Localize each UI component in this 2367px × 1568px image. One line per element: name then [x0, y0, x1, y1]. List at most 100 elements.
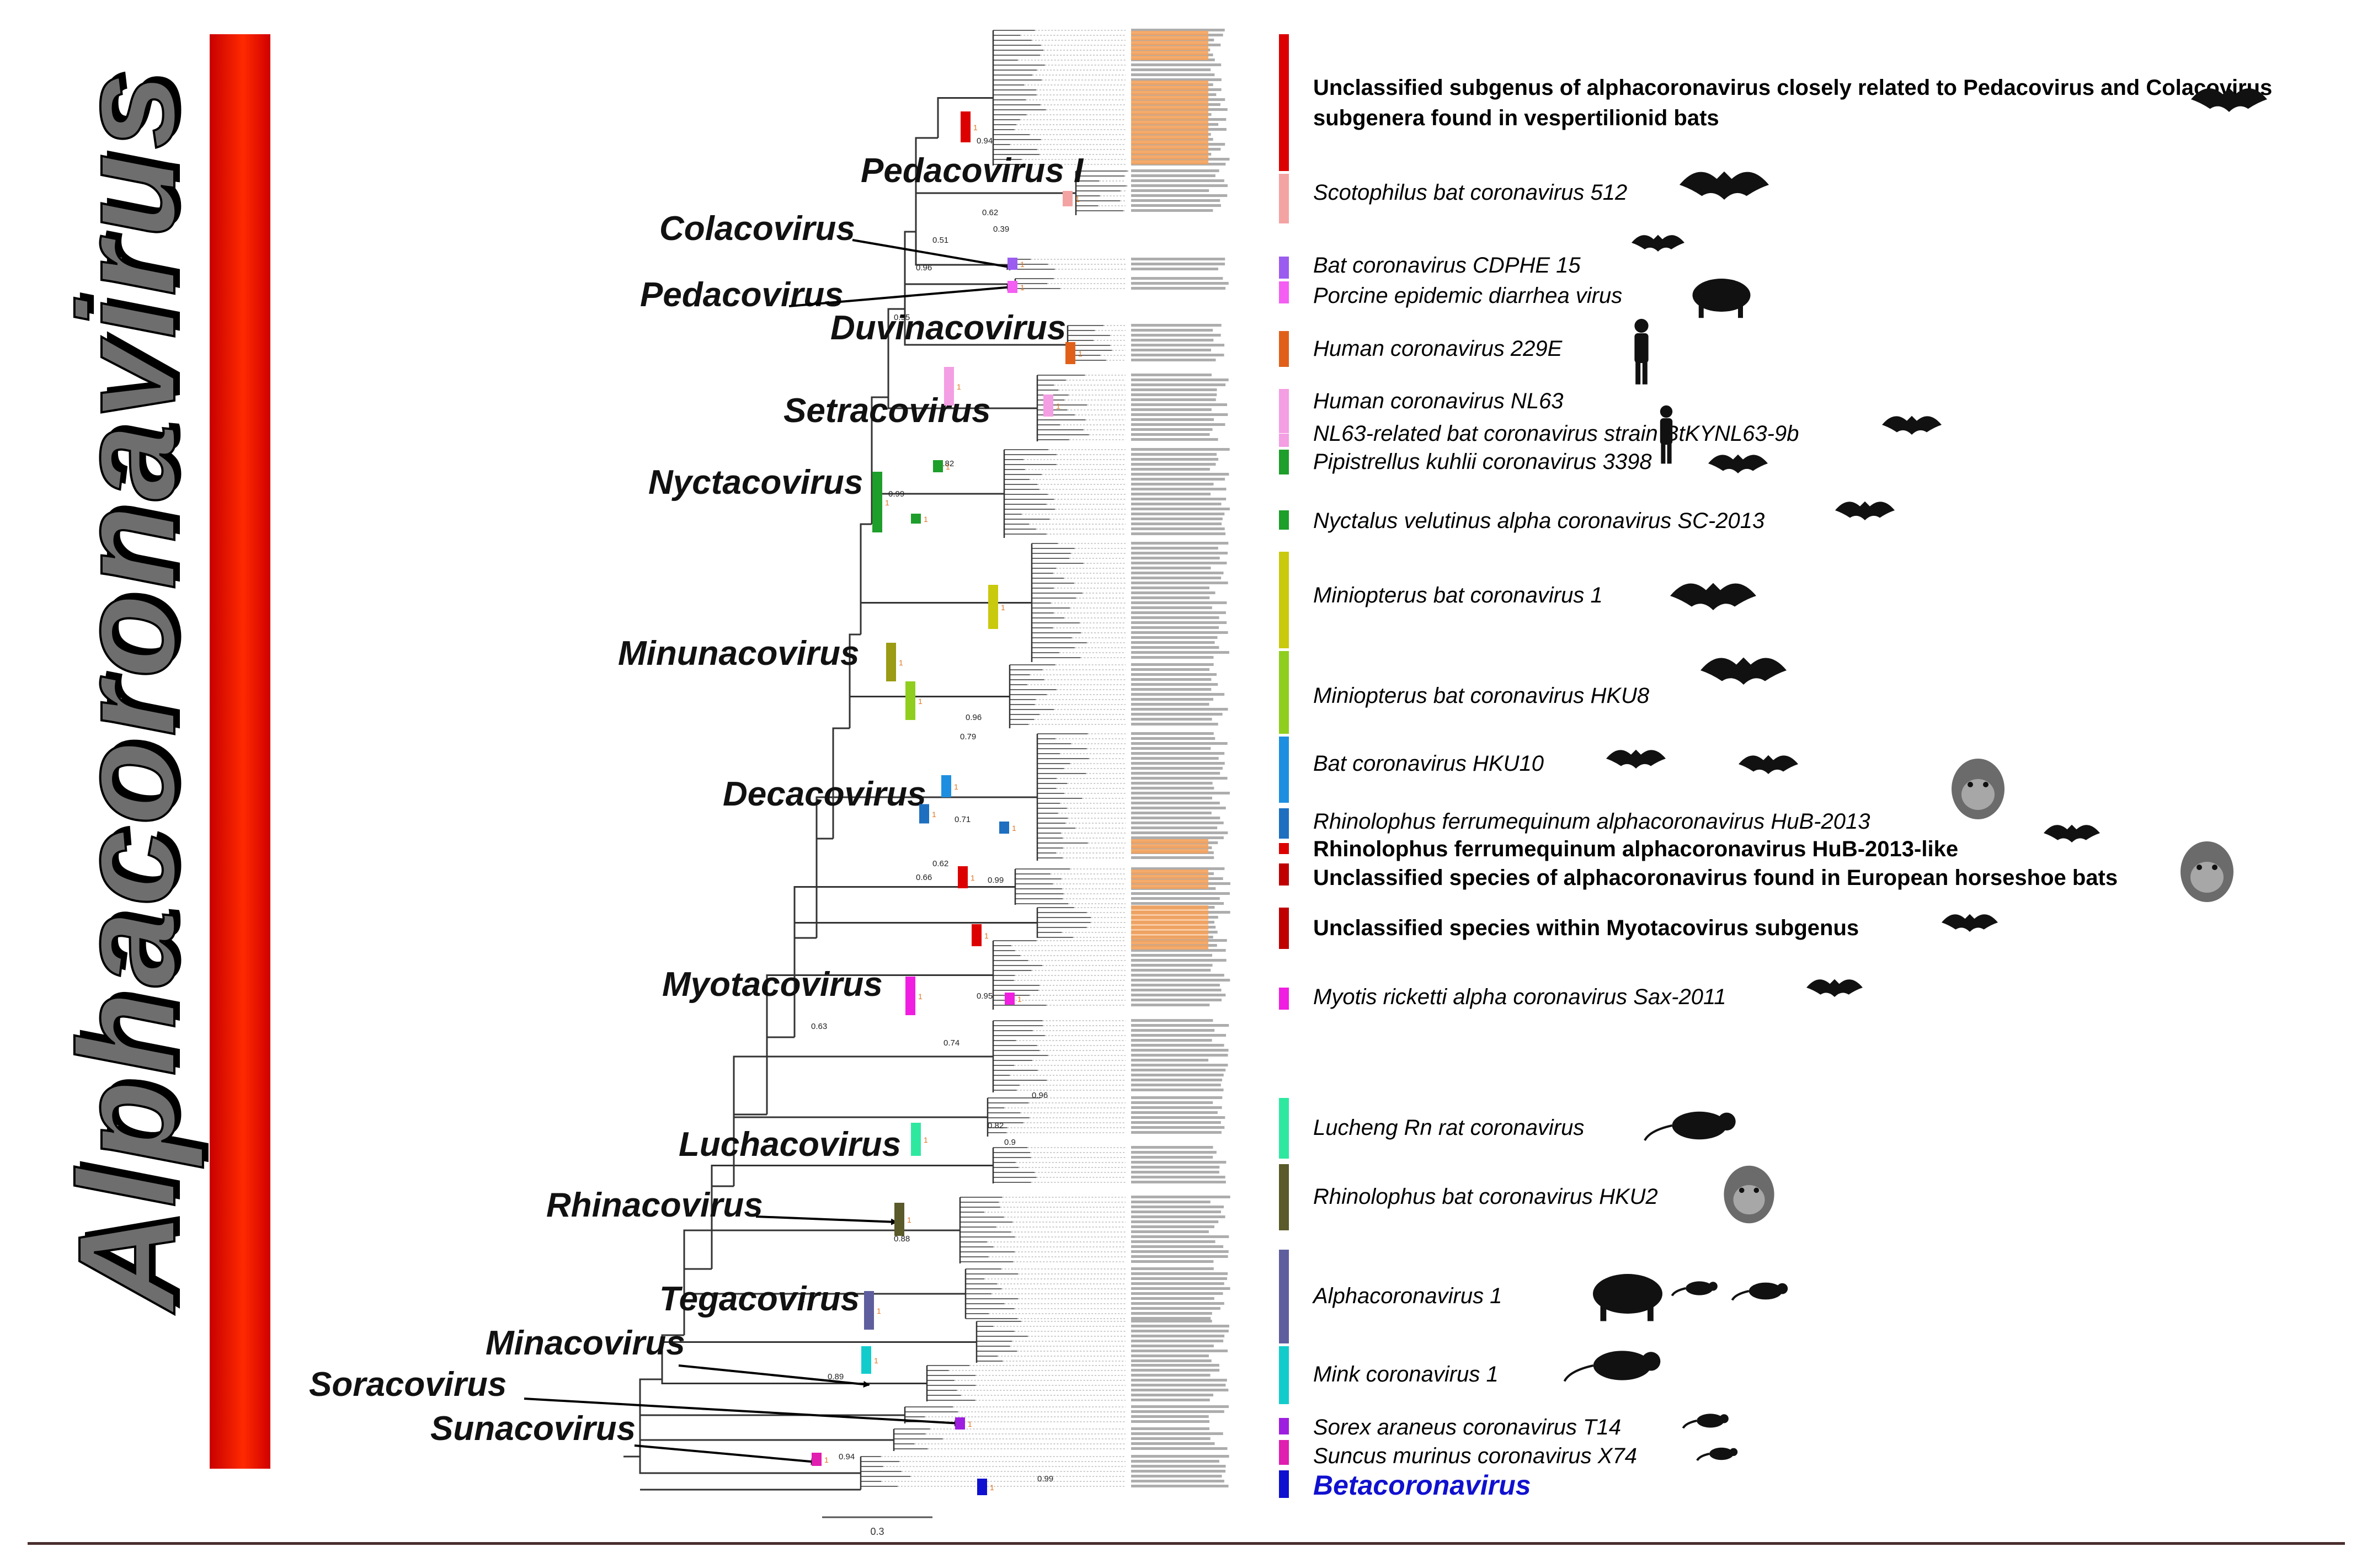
tree-branch: [871, 493, 1004, 524]
tree-branch: [832, 727, 850, 839]
tip-label-placeholder: [1131, 1101, 1213, 1104]
shrew-icon: [1697, 1414, 1724, 1428]
tip-label-placeholder: [1131, 383, 1226, 386]
bootstrap-value: 0.74: [943, 1038, 959, 1048]
tip-label-placeholder: [1131, 1354, 1209, 1357]
tip-label-placeholder: [1131, 1437, 1211, 1440]
tree-branch: [661, 1341, 977, 1379]
subgenus-node-marker: [1007, 281, 1017, 293]
clade-label-nyctalus-velutinus-alpha-coronavirus-sc-: Nyctalus velutinus alpha coronavirus SC-…: [1313, 509, 1764, 533]
bat-icon: [1606, 749, 1666, 769]
tip-label-placeholder: [1131, 1277, 1227, 1280]
tip-label-placeholder: [1131, 713, 1223, 716]
pig-icon: [1692, 279, 1751, 312]
bootstrap-value: 0.94: [839, 1452, 855, 1462]
highlighted-tip: [1131, 36, 1208, 40]
tip-label-placeholder: [1131, 189, 1209, 192]
bootstrap-value: 0.39: [993, 225, 1009, 234]
tip-label-placeholder: [1131, 582, 1228, 584]
clade-label-unclassified-species-of-alphacoronavirus: Unclassified species of alphacoronavirus…: [1313, 866, 2118, 890]
subgenus-label-pedacovirus-i: Pedacovirus I: [861, 152, 1084, 190]
tree-branch: [639, 1434, 861, 1474]
tip-label-placeholder: [1131, 892, 1230, 895]
mink-icon: [1563, 1364, 1594, 1382]
tip-label-placeholder: [1131, 596, 1210, 599]
tip-label-placeholder: [1131, 1111, 1218, 1114]
bootstrap-value: 1: [918, 697, 923, 706]
tree-branch: [860, 602, 1032, 634]
rat-icon: [1644, 1124, 1672, 1142]
tip-label-placeholder: [1131, 742, 1228, 745]
tip-label-placeholder: [1131, 1442, 1215, 1445]
tip-label-placeholder: [1131, 73, 1215, 76]
tip-label-placeholder: [1131, 527, 1225, 530]
tree-branch: [733, 1116, 988, 1186]
horseshoe-bat-icon: [1739, 1187, 1745, 1193]
tip-label-placeholder: [1131, 822, 1224, 824]
tip-label-placeholder: [1131, 964, 1213, 967]
tip-label-placeholder: [1131, 184, 1228, 187]
highlighted-tip: [1131, 46, 1208, 50]
tip-label-placeholder: [1131, 329, 1213, 332]
subgenus-node-marker: [1007, 258, 1017, 270]
subgenus-node-marker: [905, 681, 915, 720]
subgenus-node-marker: [886, 643, 896, 681]
highlighted-tip: [1131, 160, 1208, 164]
tip-label-placeholder: [1131, 277, 1223, 280]
clade-label-myotis-ricketti-alpha-coronavirus-sax-20: Myotis ricketti alpha coronavirus Sax-20…: [1313, 985, 1726, 1009]
tip-label-placeholder: [1131, 611, 1226, 614]
bootstrap-value: 0.96: [916, 263, 932, 273]
tip-label-placeholder: [1131, 1181, 1226, 1183]
highlighted-tip: [1131, 120, 1208, 125]
tip-label-placeholder: [1131, 1302, 1224, 1305]
subgenus-node-marker: [961, 111, 971, 142]
tip-label-placeholder: [1131, 1255, 1228, 1258]
clade-label-rhinolophus-bat-coronavirus-hku2: Rhinolophus bat coronavirus HKU2: [1313, 1185, 1658, 1209]
bootstrap-value: 0.94: [977, 136, 993, 146]
clade-bar: [1279, 1470, 1289, 1498]
clade-bar: [1279, 510, 1289, 530]
clade-bar: [1279, 1098, 1289, 1159]
bootstrap-value: 1: [984, 931, 989, 940]
tip-label-placeholder: [1131, 1116, 1225, 1119]
bootstrap-value: 1: [899, 658, 903, 667]
tip-label-placeholder: [1131, 393, 1217, 396]
tip-label-placeholder: [1131, 1225, 1214, 1228]
subgenus-label-myotacovirus: Myotacovirus: [662, 966, 883, 1004]
tip-label-placeholder: [1131, 179, 1224, 182]
highlighted-tip: [1131, 95, 1208, 100]
subgenus-label-minacovirus: Minacovirus: [486, 1324, 685, 1362]
human-icon: [1667, 444, 1672, 464]
clade-bar: [1279, 389, 1289, 433]
tip-label-placeholder: [1131, 994, 1226, 996]
subgenus-node-marker: [1065, 342, 1075, 364]
bootstrap-value: 1: [824, 1455, 829, 1464]
bootstrap-value: 0.71: [955, 815, 971, 824]
tip-label-placeholder: [1131, 777, 1228, 780]
subgenus-label-nyctacovirus: Nyctacovirus: [648, 463, 863, 502]
tip-label-placeholder: [1131, 1235, 1229, 1238]
human-icon: [1660, 405, 1673, 418]
dog-icon: [1777, 1283, 1788, 1294]
bootstrap-value: 1: [924, 515, 928, 524]
tip-label-placeholder: [1131, 1485, 1229, 1487]
tip-label-placeholder: [1131, 601, 1227, 604]
tip-label-placeholder: [1131, 1369, 1220, 1372]
pig-icon: [1648, 1306, 1654, 1321]
tree-branch: [915, 192, 1076, 232]
tip-label-placeholder: [1131, 954, 1212, 957]
highlighted-tip: [1131, 879, 1208, 884]
tree-branch: [815, 796, 1037, 938]
title-bar: [210, 34, 270, 1469]
tip-label-placeholder: [1131, 1019, 1213, 1022]
highlighted-tip: [1131, 41, 1208, 45]
tip-label-placeholder: [1131, 1210, 1221, 1213]
tip-label-placeholder: [1131, 1282, 1224, 1285]
tree-branch: [766, 974, 993, 1114]
tip-label-placeholder: [1131, 1350, 1228, 1352]
human-icon: [1660, 418, 1673, 445]
subgenus-arrow: [524, 1398, 961, 1427]
bootstrap-value: 1: [932, 810, 936, 819]
horseshoe-bat-icon: [2190, 862, 2224, 893]
bootstrap-value: 0.79: [960, 732, 976, 742]
